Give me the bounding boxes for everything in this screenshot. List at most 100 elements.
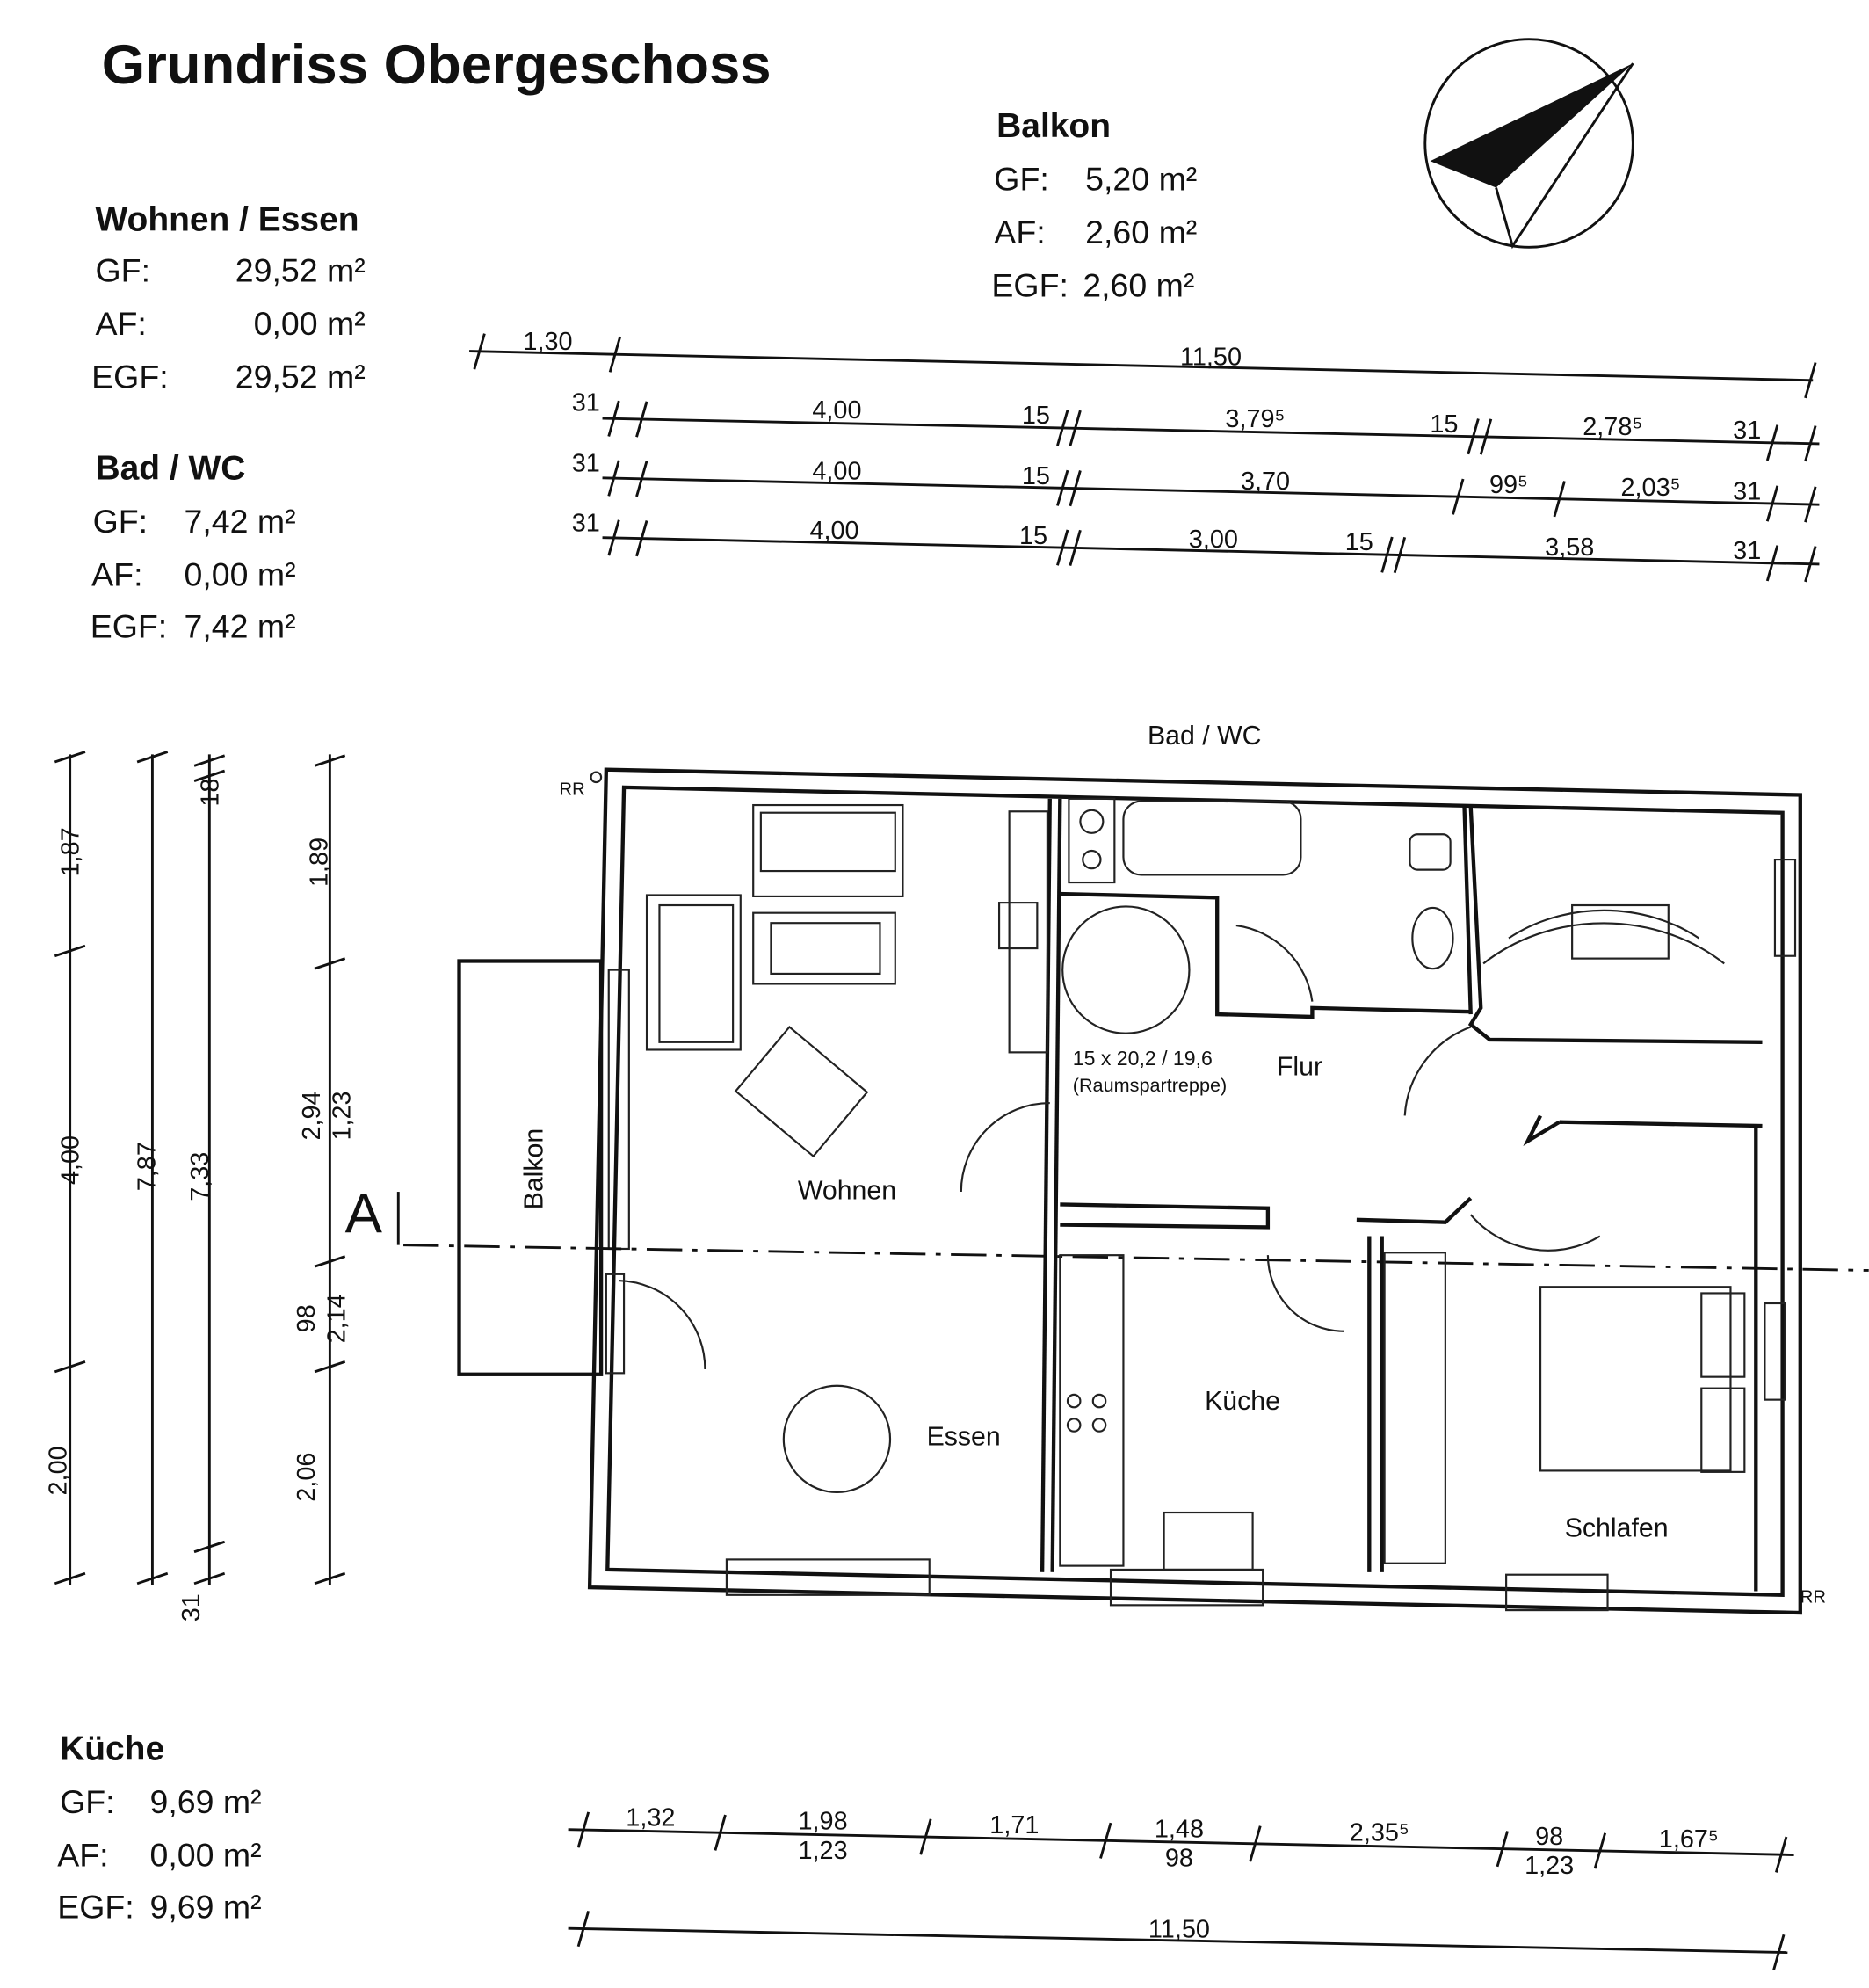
dim-label: 3,58 bbox=[1545, 533, 1594, 562]
dimension-tick bbox=[1765, 545, 1779, 582]
dim-label: 11,50 bbox=[1148, 1915, 1210, 1943]
dim-label: 1,32 bbox=[626, 1803, 675, 1832]
dim-label: 1,98 bbox=[798, 1808, 847, 1836]
dim-label: 3,79⁵ bbox=[1225, 405, 1285, 433]
dimension-tick bbox=[635, 520, 648, 557]
room-label-wohnen: Wohnen bbox=[798, 1177, 896, 1206]
area-heading: Wohnen / Essen bbox=[95, 201, 359, 239]
dim-label: 7,33 bbox=[186, 1152, 214, 1201]
area-heading: Küche bbox=[60, 1730, 164, 1767]
egf-value: 7,42 m² bbox=[184, 608, 295, 645]
section-label: A bbox=[345, 1183, 383, 1244]
dim-label: 2,06 bbox=[293, 1453, 321, 1502]
dim-label: 7,87 bbox=[133, 1142, 161, 1191]
egf-value: 29,52 m² bbox=[235, 358, 366, 395]
dimension-tick bbox=[1804, 486, 1817, 523]
dimension-tick bbox=[1069, 470, 1082, 507]
dim-label: 11,50 bbox=[1180, 343, 1242, 371]
dimension-tick bbox=[1099, 1822, 1112, 1859]
dim-label: 3,00 bbox=[1189, 526, 1238, 554]
dim-label: 2,94 bbox=[298, 1091, 326, 1140]
room-label-kueche: Küche bbox=[1205, 1387, 1280, 1416]
dim-label: 2,78⁵ bbox=[1583, 413, 1642, 441]
egf-label: EGF: bbox=[91, 608, 168, 645]
dimension-tick bbox=[473, 333, 486, 370]
af-label: AF: bbox=[57, 1837, 108, 1874]
dimension-tick bbox=[1772, 1934, 1786, 1971]
af-value: 2,60 m² bbox=[1085, 214, 1197, 250]
dimension-tick bbox=[1804, 546, 1817, 583]
dimension-tick bbox=[1056, 410, 1069, 446]
dimension-tick bbox=[1804, 425, 1817, 462]
dim-label: 1,23 bbox=[328, 1091, 356, 1140]
rr-label-bottom: RR bbox=[1800, 1587, 1826, 1607]
room-label-essen: Essen bbox=[927, 1423, 1001, 1452]
dim-label: 98 bbox=[1535, 1823, 1563, 1851]
section-line bbox=[403, 1244, 1869, 1272]
dimension-tick bbox=[1775, 1836, 1788, 1873]
dimension-tick bbox=[1553, 481, 1566, 518]
dimension-tick bbox=[1765, 424, 1779, 461]
egf-value: 9,69 m² bbox=[150, 1889, 262, 1926]
dimension-tick bbox=[714, 1814, 727, 1851]
dimension-tick bbox=[576, 1910, 590, 1948]
dim-label: 1,67⁵ bbox=[1659, 1825, 1719, 1854]
dimension-tick bbox=[1593, 1832, 1607, 1869]
dim-label: 98 bbox=[1165, 1845, 1193, 1873]
left-dimensions: 1,87 4,00 2,00 7,87 18 7,33 31 1,89 2,94… bbox=[44, 751, 356, 1622]
room-label-schlafen: Schlafen bbox=[1565, 1513, 1669, 1542]
balcony bbox=[457, 959, 604, 1376]
stair-spec: 15 x 20,2 / 19,6 bbox=[1073, 1047, 1213, 1070]
dim-label: 4,00 bbox=[812, 457, 861, 485]
egf-label: EGF: bbox=[91, 358, 169, 395]
dimension-tick bbox=[1467, 418, 1480, 455]
af-label: AF: bbox=[95, 305, 146, 342]
dimension-tick bbox=[576, 1811, 590, 1848]
dim-label: 1,48 bbox=[1155, 1815, 1204, 1843]
gf-value: 5,20 m² bbox=[1085, 160, 1197, 197]
room-label-bad-top: Bad / WC bbox=[1148, 722, 1262, 751]
dim-label: 15 bbox=[1022, 402, 1050, 430]
dimension-tick bbox=[1479, 418, 1493, 455]
dimension-tick bbox=[1496, 1831, 1509, 1868]
dimension-tick bbox=[54, 944, 86, 958]
dim-label: 1,30 bbox=[523, 328, 572, 356]
dimension-tick bbox=[314, 1255, 346, 1268]
room-label-balkon: Balkon bbox=[520, 1128, 549, 1210]
gf-value: 29,52 m² bbox=[235, 251, 366, 288]
dimension-tick bbox=[1249, 1825, 1262, 1862]
north-arrow-icon bbox=[1423, 38, 1634, 250]
dimension-tick bbox=[1393, 536, 1407, 574]
dimension-tick bbox=[136, 1571, 169, 1585]
dim-label: 2,00 bbox=[44, 1446, 72, 1495]
dim-label: 1,87 bbox=[57, 827, 85, 876]
dim-label: 31 bbox=[177, 1593, 206, 1622]
egf-label: EGF: bbox=[57, 1889, 134, 1926]
gf-value: 9,69 m² bbox=[150, 1783, 262, 1820]
dimension-tick bbox=[54, 1360, 86, 1374]
dim-label: 15 bbox=[1345, 528, 1373, 556]
dimension-tick bbox=[193, 1540, 226, 1554]
dim-label: 15 bbox=[1430, 410, 1458, 439]
dim-label: 99⁵ bbox=[1489, 471, 1528, 499]
egf-value: 2,60 m² bbox=[1083, 267, 1194, 304]
top-dimensions: 1,30 11,50 31 4,00 15 3,79⁵ 15 2,78⁵ 31 … bbox=[469, 328, 1820, 583]
af-label: AF: bbox=[994, 214, 1045, 250]
dimension-tick bbox=[919, 1818, 932, 1855]
dim-label: 1,71 bbox=[989, 1811, 1039, 1839]
gf-label: GF: bbox=[994, 160, 1049, 197]
room-label-flur: Flur bbox=[1277, 1052, 1322, 1081]
dim-label: 1,23 bbox=[798, 1837, 847, 1865]
gf-value: 7,42 m² bbox=[184, 503, 295, 540]
area-heading: Balkon bbox=[996, 107, 1111, 145]
dimension-tick bbox=[193, 1571, 226, 1585]
dimension-tick bbox=[314, 1571, 346, 1585]
dimension-tick bbox=[1380, 536, 1394, 573]
area-wohnen-essen: Wohnen / Essen GF: 29,52 m² AF: 0,00 m² … bbox=[91, 201, 366, 395]
dimension-tick bbox=[136, 751, 169, 764]
af-label: AF: bbox=[91, 555, 142, 592]
dimension-tick bbox=[1056, 469, 1069, 506]
dim-label: 3,70 bbox=[1241, 468, 1290, 496]
dimension-tick bbox=[54, 1571, 86, 1585]
area-heading: Bad / WC bbox=[95, 449, 245, 487]
